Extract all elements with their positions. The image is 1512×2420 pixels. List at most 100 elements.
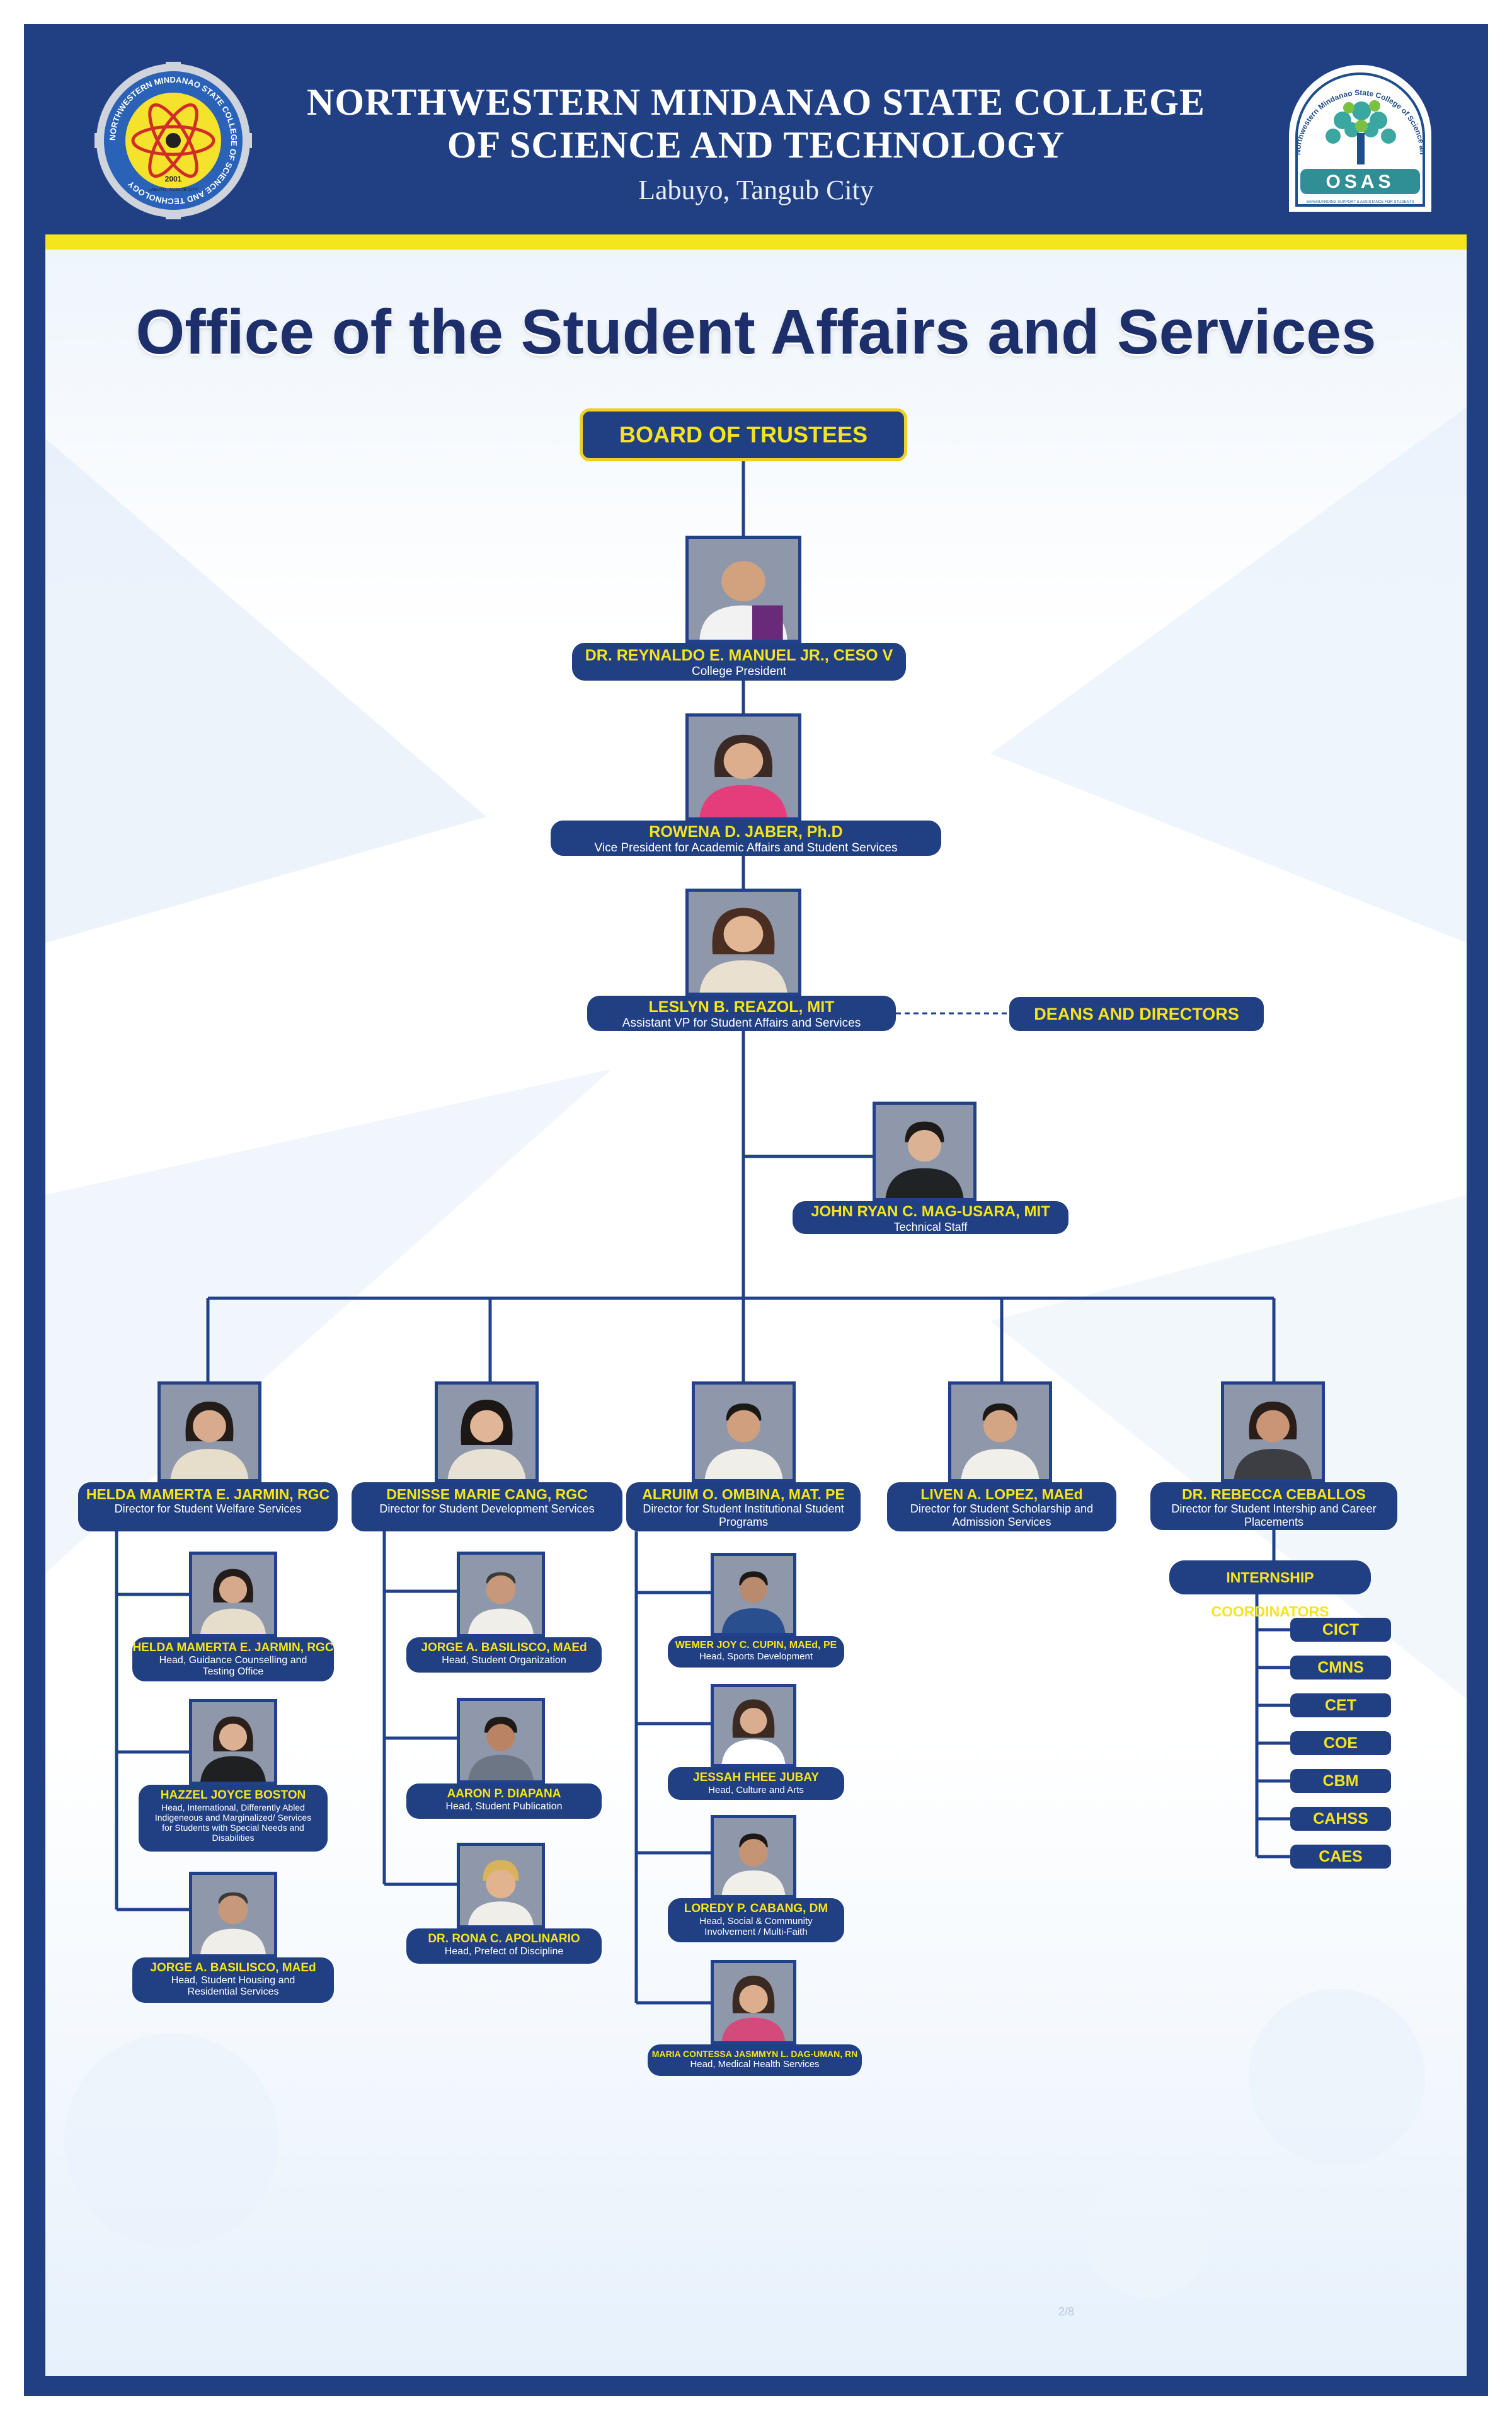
president-role: College President: [692, 664, 786, 678]
head-name: AARON P. DIAPANA: [447, 1787, 561, 1801]
vp-name: ROWENA D. JABER, Ph.D: [649, 823, 843, 841]
head-role: Head, International, Differently Abled I…: [154, 1802, 312, 1843]
college-name-line2: OF SCIENCE AND TECHNOLOGY: [447, 124, 1065, 166]
director-name: ALRUIM O. OMBINA, MAT. PE: [642, 1486, 845, 1502]
head-plate: HELDA MAMERTA E. JARMIN, RGC Head, Guida…: [132, 1637, 334, 1681]
vp-photo: [685, 713, 801, 821]
head-photo: [457, 1552, 545, 1637]
director-plate: HELDA MAMERTA E. JARMIN, RGC Director fo…: [78, 1482, 338, 1531]
head-photo: [711, 1960, 796, 2044]
director-photo: [1221, 1381, 1325, 1482]
president-name: DR. REYNALDO E. MANUEL JR., CESO V: [585, 647, 893, 664]
head-photo: [457, 1698, 545, 1783]
tech-staff-photo: [873, 1102, 976, 1201]
head-role: Head, Student Housing and Residential Se…: [171, 1974, 295, 1998]
head-photo: [711, 1684, 796, 1767]
head-role: Head, Student Publication: [445, 1801, 563, 1812]
director-role: Director for Student Development Service…: [379, 1502, 595, 1516]
director-photo: [158, 1381, 261, 1482]
college-pill-cahss: CAHSS: [1290, 1807, 1391, 1831]
college-pill-cict: CICT: [1290, 1618, 1391, 1642]
avp-plate: LESLYN B. REAZOL, MIT Assistant VP for S…: [587, 996, 896, 1031]
director-role: Director for Student Welfare Services: [114, 1502, 302, 1516]
director-plate: DR. REBECCA CEBALLOS Director for Studen…: [1150, 1482, 1397, 1530]
head-photo: [711, 1815, 796, 1898]
page-title: Office of the Student Affairs and Servic…: [135, 297, 1377, 367]
president-plate: DR. REYNALDO E. MANUEL JR., CESO V Colle…: [572, 643, 906, 681]
vp-role: Vice President for Academic Affairs and …: [594, 841, 898, 855]
head-name: DR. RONA C. APOLINARIO: [428, 1932, 580, 1945]
head-role: Head, Medical Health Services: [690, 2059, 820, 2070]
college-name-line1: NORTHWESTERN MINDANAO STATE COLLEGE: [307, 81, 1205, 123]
head-photo: [189, 1552, 277, 1637]
head-plate: DR. RONA C. APOLINARIO Head, Prefect of …: [406, 1928, 602, 1964]
head-photo: [189, 1872, 277, 1957]
head-role: Head, Guidance Counselling and Testing O…: [159, 1654, 307, 1678]
college-pill-cbm: CBM: [1290, 1769, 1391, 1793]
avp-role: Assistant VP for Student Affairs and Ser…: [622, 1016, 861, 1030]
college-pill-caes: CAES: [1290, 1845, 1391, 1869]
osas-label: OSAS: [1326, 171, 1394, 192]
osas-tagline: SAFEGUARDING SUPPORT & ASSISTANCE FOR ST…: [1306, 200, 1414, 204]
head-name: JORGE A. BASILISCO, MAEd: [421, 1641, 587, 1654]
head-role: Head, Social & Community Involvement / M…: [699, 1915, 813, 1938]
osas-logo-icon: Northwestern Mindanao State College of S…: [1283, 60, 1431, 212]
head-name: WEMER JOY C. CUPIN, MAEd, PE: [675, 1640, 837, 1651]
avp-photo: [685, 889, 801, 996]
director-role: Director for Student Scholarship and Adm…: [910, 1502, 1094, 1529]
director-photo: [948, 1381, 1052, 1482]
director-name: DR. REBECCA CEBALLOS: [1182, 1486, 1366, 1502]
director-name: DENISSE MARIE CANG, RGC: [386, 1486, 588, 1502]
header-text: NORTHWESTERN MINDANAO STATE COLLEGE OF S…: [265, 81, 1247, 206]
head-name: HELDA MAMERTA E. JARMIN, RGC: [132, 1641, 334, 1654]
seal-bottom-text: LABUYO, TANGUB CITY: [149, 188, 198, 192]
head-plate: AARON P. DIAPANA Head, Student Publicati…: [406, 1783, 602, 1819]
head-plate: LOREDY P. CABANG, DM Head, Social & Comm…: [668, 1898, 844, 1942]
director-role: Director for Student Institutional Stude…: [643, 1502, 844, 1529]
head-name: MARIA CONTESSA JASMMYN L. DAG-UMAN, RN: [651, 2049, 858, 2059]
seal-year: 2001: [165, 175, 182, 183]
internship-coordinators-box: INTERNSHIP COORDINATORS: [1169, 1560, 1371, 1620]
director-role: Director for Student Intership and Caree…: [1171, 1502, 1377, 1529]
avp-name: LESLYN B. REAZOL, MIT: [648, 998, 835, 1016]
head-role: Head, Student Organization: [442, 1654, 566, 1666]
page-number: 2/8: [1058, 2305, 1075, 2318]
head-plate: HAZZEL JOYCE BOSTON Head, International,…: [139, 1785, 328, 1852]
head-plate: JORGE A. BASILISCO, MAEd Head, Student O…: [406, 1637, 602, 1673]
vp-plate: ROWENA D. JABER, Ph.D Vice President for…: [551, 821, 941, 856]
head-role: Head, Culture and Arts: [708, 1784, 804, 1795]
college-pill-cmns: CMNS: [1290, 1656, 1391, 1680]
college-seal-icon: NORTHWESTERN MINDANAO STATE COLLEGE OF S…: [94, 62, 252, 219]
header-banner: [24, 24, 1488, 232]
head-plate: JORGE A. BASILISCO, MAEd Head, Student H…: [132, 1957, 334, 2003]
head-name: HAZZEL JOYCE BOSTON: [160, 1789, 306, 1802]
head-plate: JESSAH FHEE JUBAY Head, Culture and Arts: [668, 1767, 844, 1800]
director-name: LIVEN A. LOPEZ, MAEd: [920, 1486, 1083, 1502]
head-name: JESSAH FHEE JUBAY: [693, 1771, 819, 1784]
head-photo: [189, 1699, 277, 1785]
head-role: Head, Sports Development: [699, 1651, 813, 1662]
tech-staff-name: JOHN RYAN C. MAG-USARA, MIT: [811, 1203, 1050, 1220]
tech-staff-plate: JOHN RYAN C. MAG-USARA, MIT Technical St…: [793, 1201, 1068, 1234]
college-location: Labuyo, Tangub City: [638, 175, 874, 205]
college-pill-coe: COE: [1290, 1731, 1391, 1755]
college-pill-cet: CET: [1290, 1693, 1391, 1717]
head-plate: WEMER JOY C. CUPIN, MAEd, PE Head, Sport…: [668, 1636, 844, 1668]
board-of-trustees-box: BOARD OF TRUSTEES: [580, 408, 907, 461]
head-photo: [711, 1553, 796, 1636]
director-photo: [692, 1381, 796, 1482]
director-plate: DENISSE MARIE CANG, RGC Director for Stu…: [352, 1482, 622, 1531]
head-plate: MARIA CONTESSA JASMMYN L. DAG-UMAN, RN H…: [648, 2044, 862, 2076]
director-photo: [435, 1381, 539, 1482]
head-name: LOREDY P. CABANG, DM: [684, 1902, 828, 1915]
deans-and-directors-box: DEANS AND DIRECTORS: [1009, 997, 1264, 1031]
head-role: Head, Prefect of Discipline: [444, 1945, 564, 1957]
header-yellow-band: [45, 234, 1467, 250]
director-name: HELDA MAMERTA E. JARMIN, RGC: [86, 1486, 330, 1502]
tech-staff-role: Technical Staff: [893, 1220, 968, 1233]
president-photo: [685, 536, 801, 643]
director-plate: ALRUIM O. OMBINA, MAT. PE Director for S…: [626, 1482, 861, 1531]
head-photo: [457, 1843, 545, 1928]
head-name: JORGE A. BASILISCO, MAEd: [150, 1961, 316, 1974]
